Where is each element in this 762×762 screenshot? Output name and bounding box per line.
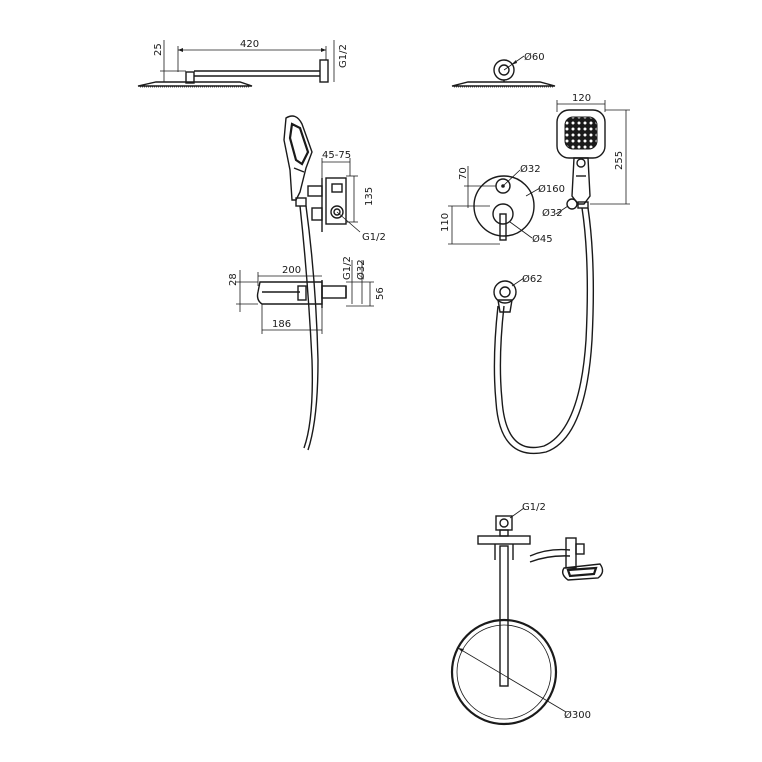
- bottom-handle-offset-label: 110: [440, 213, 451, 232]
- arm-height-label: 25: [153, 43, 164, 56]
- rain-head-dia-label: Ø300: [564, 709, 591, 721]
- top-view: Ø300 G1/2: [450, 502, 604, 726]
- spout-outlet-dia-label: Ø32: [355, 259, 367, 280]
- hose-outlet-dia-label: Ø62: [522, 273, 543, 285]
- mixer-side-view: 45-75 135 G1/2: [283, 115, 386, 451]
- mixer-front-view: 70 110 Ø32 Ø160 Ø45: [440, 163, 565, 245]
- arm-thread-label: G1/2: [338, 44, 349, 68]
- shower-arm-front-view: Ø60: [451, 51, 556, 88]
- diverter-thread-label: G1/2: [362, 232, 386, 243]
- spout-length-label: 200: [282, 265, 301, 276]
- spout-thread-label: G1/2: [342, 256, 353, 280]
- top-thread-label: G1/2: [522, 502, 546, 513]
- diverter-height-label: 135: [364, 187, 375, 206]
- spout-height-label: 28: [228, 273, 239, 286]
- top-handle-dia-label: Ø32: [520, 163, 541, 175]
- arm-length-label: 420: [240, 39, 259, 50]
- handheld-width-label: 120: [572, 93, 591, 104]
- wall-flange-dia-label: Ø60: [524, 51, 545, 63]
- spout-depth-label: 56: [375, 287, 386, 300]
- spout-projection-label: 186: [272, 319, 291, 330]
- holder-dia-label: Ø32: [542, 207, 563, 219]
- handheld-front-view: 120 255 Ø32 Ø62: [493, 93, 630, 454]
- handheld-length-label: 255: [614, 151, 625, 170]
- spout-side-view: 200 28 G1/2 Ø32 56 186: [228, 256, 386, 334]
- top-handle-offset-label: 70: [458, 167, 469, 180]
- bottom-handle-dia-label: Ø45: [532, 233, 553, 245]
- shower-arm-side-view: 420 25 G1/2: [137, 39, 349, 88]
- plate-dia-label: Ø160: [538, 183, 565, 195]
- diverter-offset-label: 45-75: [322, 150, 351, 161]
